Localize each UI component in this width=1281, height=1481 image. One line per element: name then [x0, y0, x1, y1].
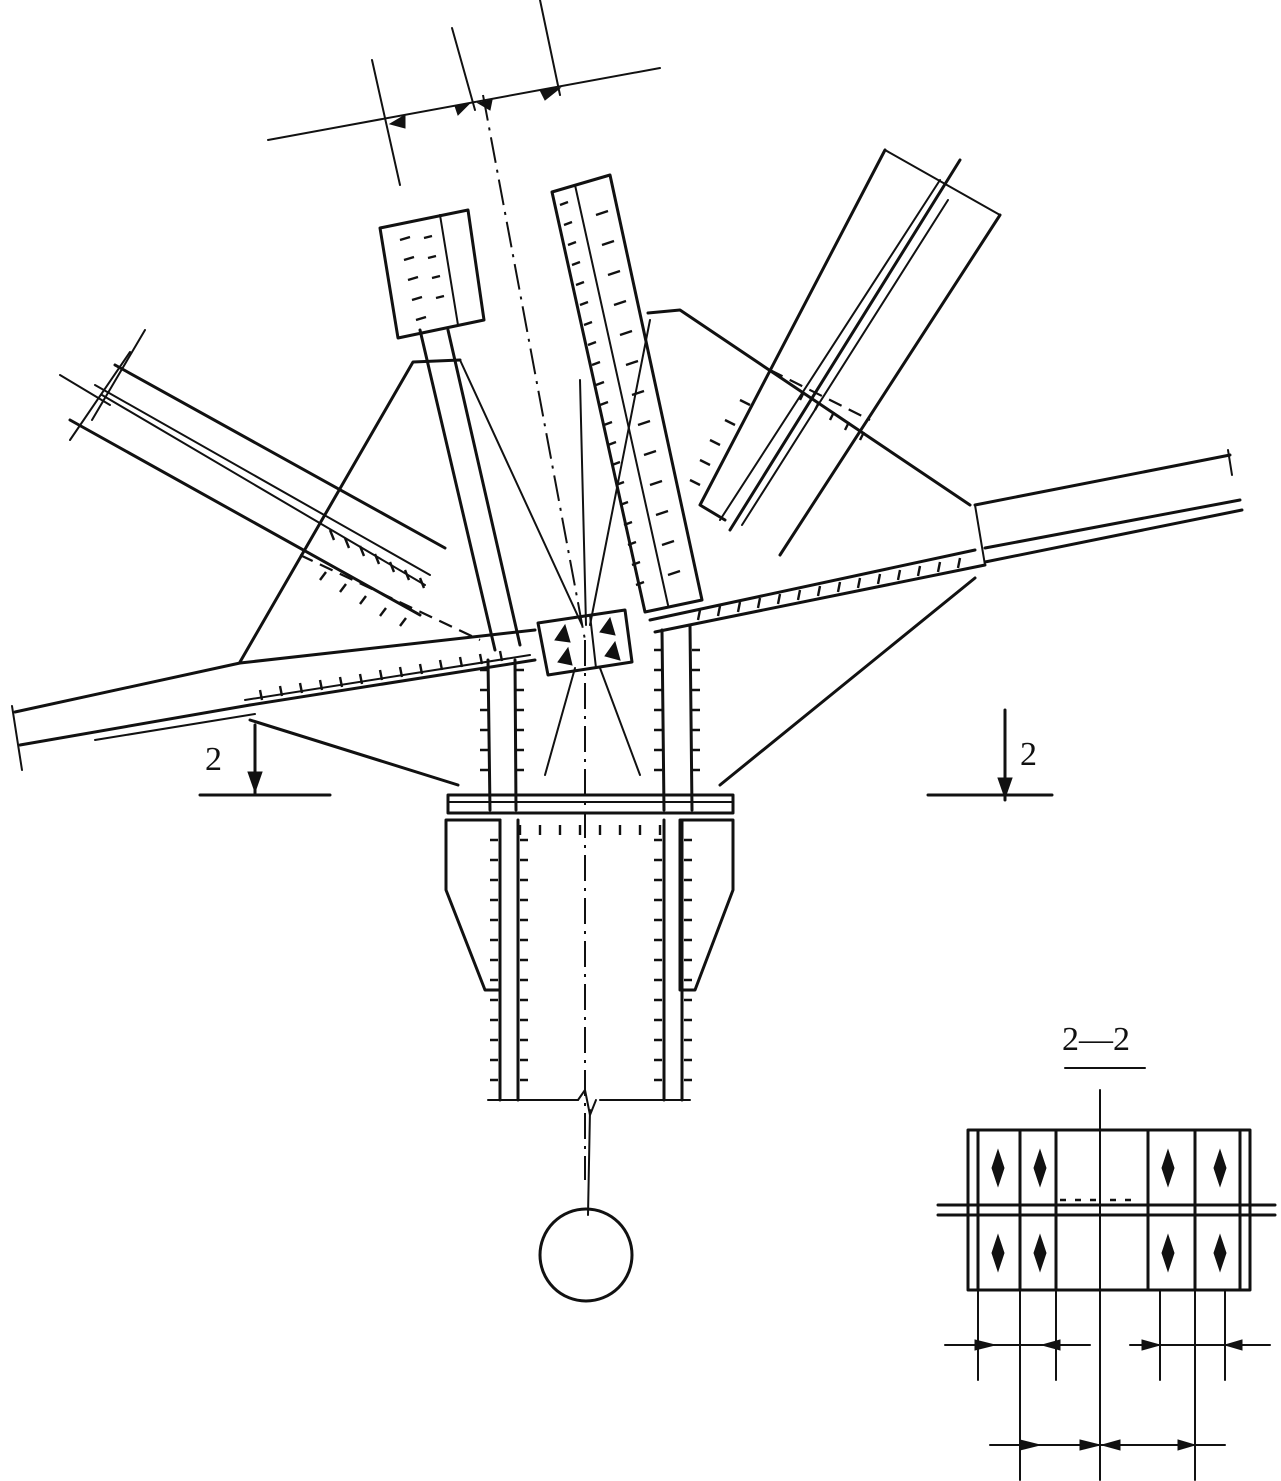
section-detail-title: 2—2 — [1062, 1021, 1130, 1058]
node-splice-plate — [536, 608, 634, 677]
vertical-stems — [480, 623, 700, 812]
top-chord — [11, 449, 1244, 771]
top-member-welds — [399, 200, 681, 587]
top-member — [267, 0, 704, 652]
section-detail: 2—2 — [936, 1021, 1277, 1481]
section-label-left: 2 — [205, 741, 222, 778]
left-diagonal-member — [59, 329, 481, 641]
section-mark-left: 2 — [198, 723, 332, 797]
right-diagonal-member — [689, 148, 1002, 557]
section-mark-right: 2 — [926, 708, 1054, 802]
gusset-plate — [238, 308, 977, 1180]
base-column — [444, 793, 735, 1303]
reference-circle — [538, 1207, 634, 1303]
section-label-right: 2 — [1020, 736, 1037, 773]
